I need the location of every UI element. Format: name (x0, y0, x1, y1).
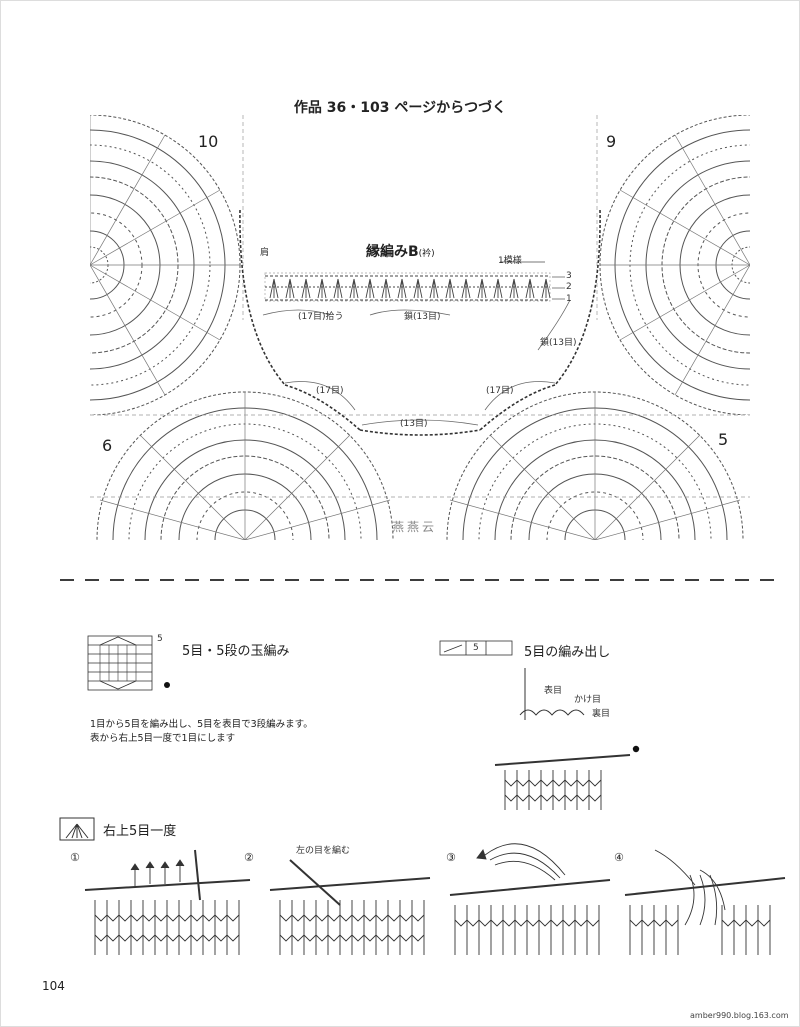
watermark: amber990.blog.163.com (690, 1011, 789, 1020)
guide-lines (90, 115, 750, 498)
decrease-step-3-illustration (449, 843, 611, 955)
motif-label-10: 10 (198, 132, 219, 151)
label-17-left: (17目) (316, 386, 344, 396)
border-fan-mark (541, 278, 551, 299)
border-fan-mark (269, 278, 279, 299)
border-title-text: 縁編み (366, 244, 408, 260)
decrease-symbol-icon (59, 817, 95, 841)
decrease-step-2-label: 左の目を編む (296, 846, 351, 856)
row-label-2: 2 (566, 282, 572, 292)
border-fan-mark (317, 278, 327, 299)
border-fan-mark (285, 278, 295, 299)
shoulder-label: 肩 (260, 248, 270, 258)
border-fan-mark (429, 278, 439, 299)
bobble-note-line2: 表から右上5目一度で1目にします (90, 733, 236, 744)
repeat-label: 1模様 (498, 256, 522, 266)
border-fan-mark (333, 278, 343, 299)
border-fan-mark (525, 278, 535, 299)
border-fan-mark (397, 278, 407, 299)
bobble-chart-number: 5 (157, 634, 163, 644)
motif-9 (599, 115, 750, 415)
increase-chart-number: 5 (473, 643, 479, 653)
decrease-step-2-illustration (269, 859, 431, 955)
motif-10 (90, 115, 241, 415)
dimension-arcs (262, 299, 571, 426)
border-title-sub: (衿) (418, 249, 435, 259)
motif-label-5: 5 (718, 430, 729, 449)
border-title: 縁編みB(衿) (366, 241, 435, 261)
increase-chart (439, 640, 513, 656)
border-fan-mark (381, 278, 391, 299)
chain-label-center: 鎖(13目) (404, 312, 441, 322)
border-fan-mark (477, 278, 487, 299)
border-fan-mark (445, 278, 455, 299)
border-fan-mark (509, 278, 519, 299)
increase-label-yarnover: かけ目 (574, 695, 602, 705)
stamp-text: 燕燕云 (392, 520, 438, 534)
chain-label-right: 鎖(13目) (540, 338, 577, 348)
decrease-step-1-illustration (84, 849, 251, 955)
motif-label-6: 6 (102, 436, 113, 455)
decrease-step-4-number: ④ (614, 851, 624, 864)
increase-illustration (494, 668, 631, 810)
decrease-step-2-number: ② (244, 851, 254, 864)
decrease-step-3-number: ③ (446, 851, 456, 864)
border-title-letter: B (408, 244, 419, 260)
neckline-chain (239, 209, 601, 436)
row-label-1: 1 (566, 294, 572, 304)
border-fan-mark (301, 278, 311, 299)
decrease-title: 右上5目一度 (103, 824, 177, 839)
increase-label-knit: 表目 (544, 686, 563, 696)
motif-label-9: 9 (606, 132, 617, 151)
label-13-bottom: (13目) (400, 419, 428, 429)
bobble-title: 5目・5段の玉編み (182, 644, 290, 659)
decrease-step-4-illustration (624, 849, 786, 955)
border-fan-mark (461, 278, 471, 299)
border-fan-mark (413, 278, 423, 299)
label-17-right: (17目) (486, 386, 514, 396)
row-label-3: 3 (566, 271, 572, 281)
border-fan-mark (365, 278, 375, 299)
page-number: 104 (42, 979, 65, 993)
border-b-chart (264, 261, 565, 302)
decrease-step-1-number: ① (70, 851, 80, 864)
bobble-note-line1: 1目から5目を編み出し、5目を表目で3段編みます。 (90, 719, 313, 730)
bobble-dot-icon (164, 682, 170, 688)
increase-label-purl: 裏目 (592, 709, 611, 719)
bobble-chart (87, 635, 153, 691)
border-fan-mark (349, 278, 359, 299)
motif-6 (96, 391, 394, 540)
border-fan-mark (493, 278, 503, 299)
motif-5 (446, 391, 744, 540)
increase-dot-icon (632, 745, 640, 753)
page-title: 作品 36・103 ページからつづく (293, 100, 507, 116)
pickup-label: (17目)拾う (298, 312, 344, 322)
increase-title: 5目の編み出し (524, 645, 611, 660)
